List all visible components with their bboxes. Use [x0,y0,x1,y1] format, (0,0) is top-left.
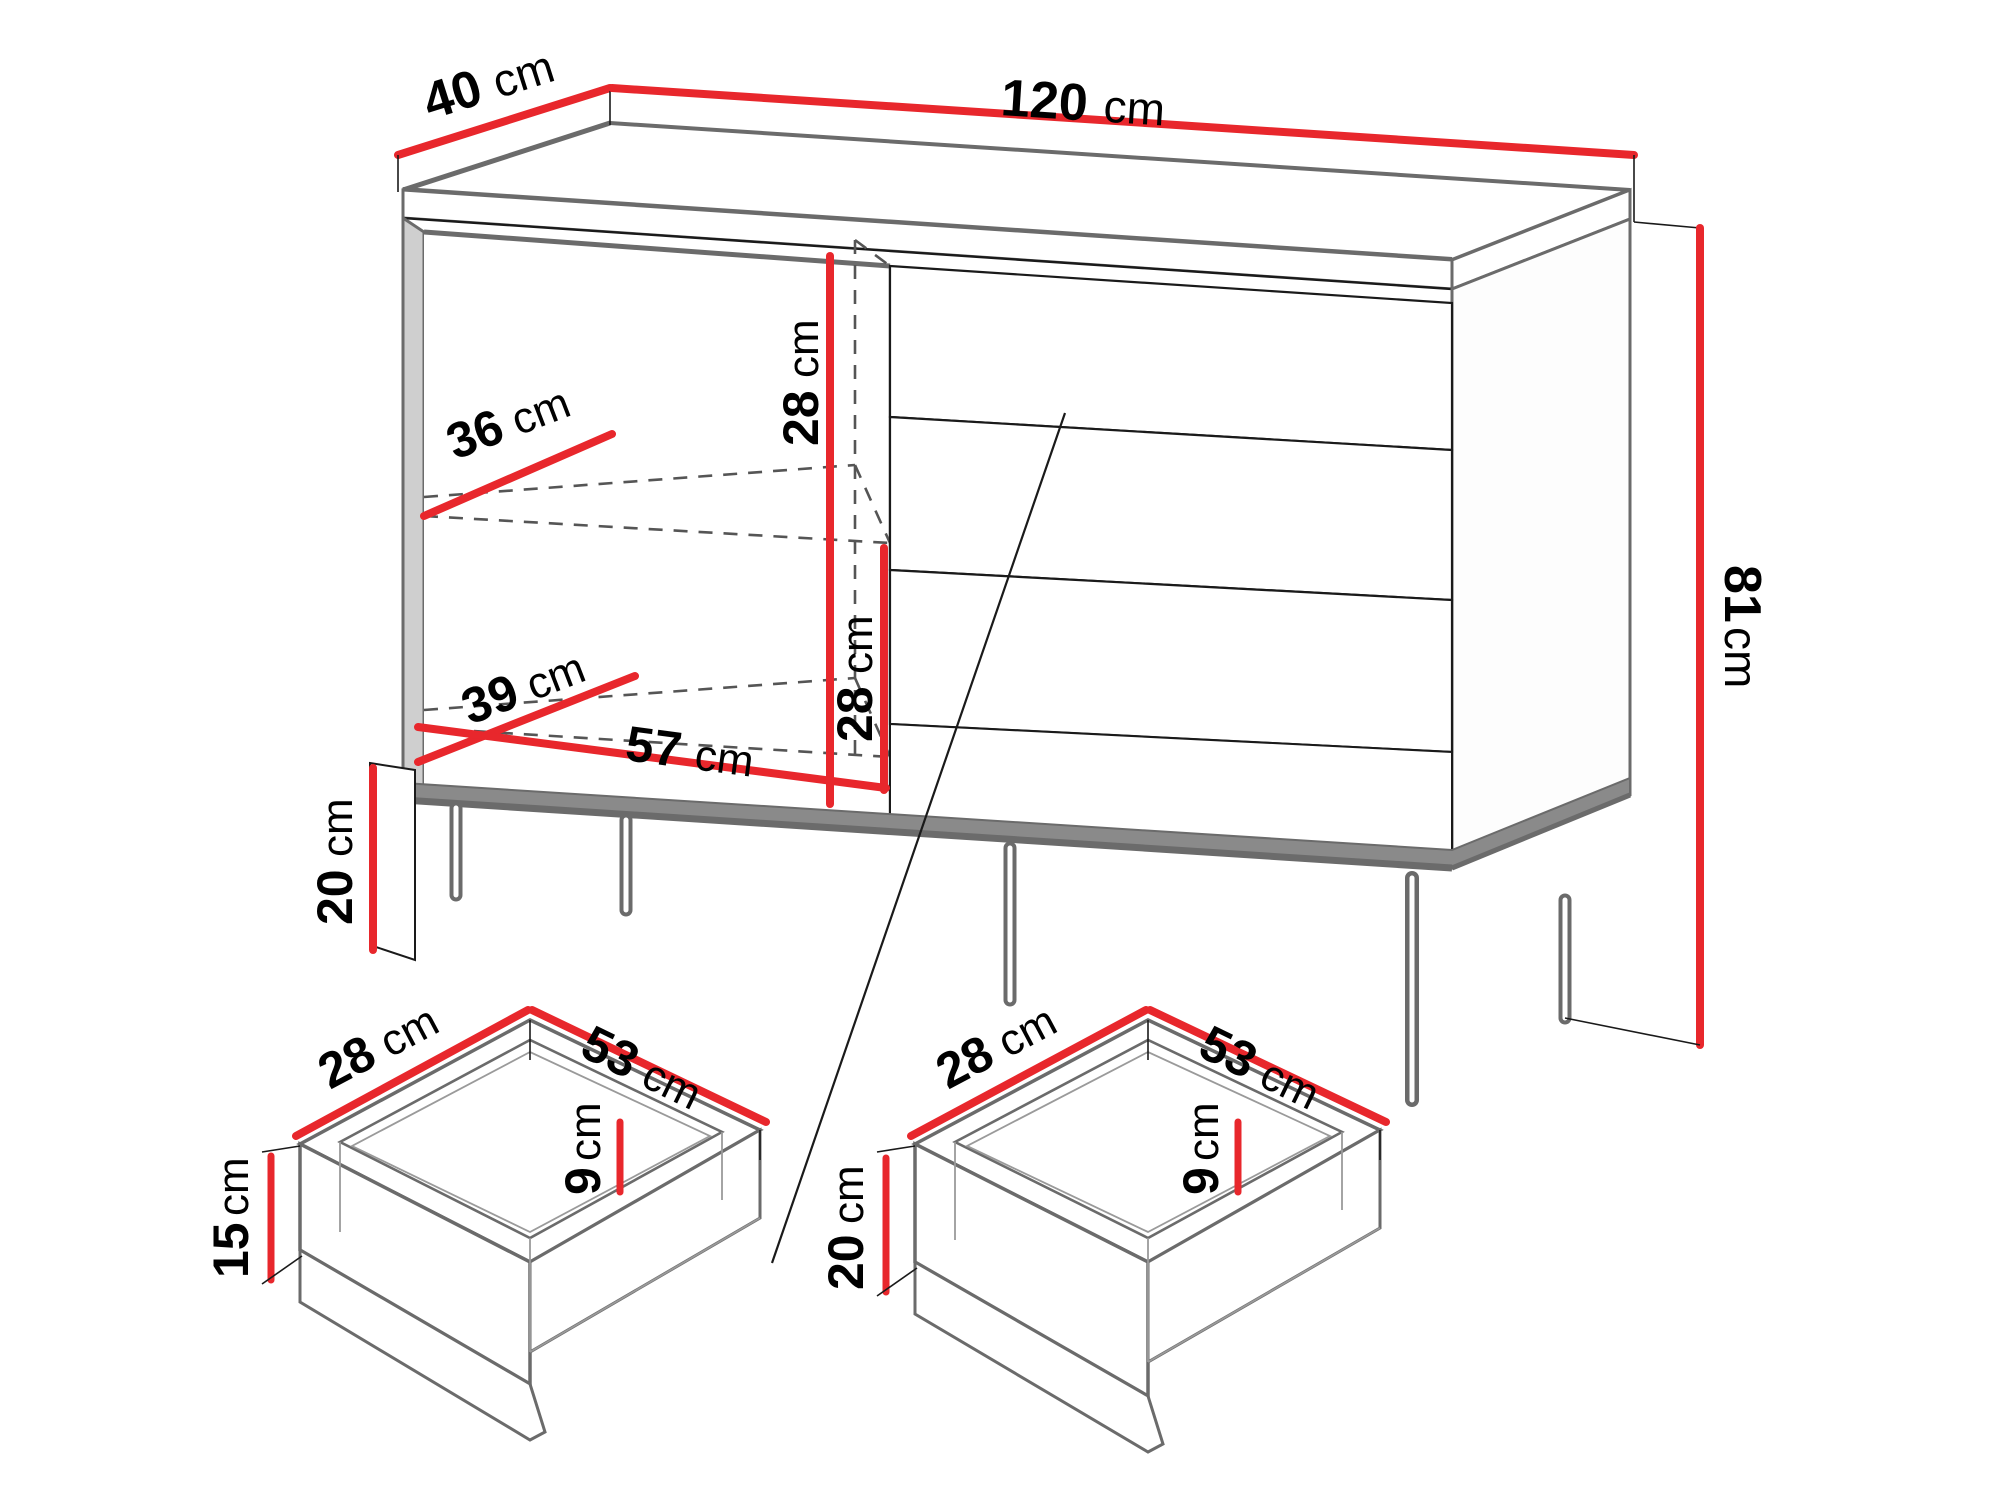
large-drawer-front-panel [913,1259,1165,1454]
label-comp-width-57-unit: cm [692,730,757,786]
label-comp-lower-28-unit: cm [833,615,882,674]
drawer-front-3[interactable] [888,568,1454,754]
small-drawer-assembly [261,1006,770,1442]
hidden-upper-shelf-front [423,514,891,545]
top-panel-back-edge [609,121,1631,192]
cabinet-base-right-edge [1451,792,1631,871]
label-comp-upper-28-unit: cm [779,319,828,378]
hidden-lower-shelf-back [423,676,856,712]
ext-line-sd-height-top [261,1145,301,1153]
cabinet-assembly [369,120,1632,1107]
label-comp-width-57: 57 cm [623,715,757,786]
label-ld-inner-9-value: 9 [1173,1167,1229,1195]
label-sd-inner-9: 9 cm [555,1102,611,1195]
legs-group [449,801,1572,1107]
label-height-81-value: 81 [1713,565,1771,623]
label-ld-height-20-value: 20 [818,1234,874,1290]
large-drawer-assembly [876,1006,1390,1454]
top-panel-left-edge [402,120,611,193]
label-ld-inner-9: 9 cm [1173,1102,1229,1195]
dim-line-shelf-39 [414,672,639,766]
ext-line-ld-height-bottom [876,1267,918,1297]
label-comp-lower-28: 28 cm [827,615,883,742]
label-height-81: 81 cm [1713,565,1771,688]
compartment-interior-fill [424,232,890,820]
leader-line-drawer-callout [770,412,1067,1264]
dim-line-shelf-36 [420,430,616,520]
label-ld-inner-9-unit: cm [1179,1102,1228,1161]
label-depth-40: 40 cm [416,40,560,132]
label-leg-20: 20 cm [307,798,363,925]
label-sd-height-15: 15 cm [203,1157,259,1278]
cabinet-dimension-lines [369,84,1704,1264]
small-drawer-front-panel [298,1247,547,1442]
ext-line-width-120-to-height [1633,221,1701,229]
label-comp-upper-28-value: 28 [773,390,829,446]
drawer-fronts-group [888,264,1454,870]
label-ld-depth-28-value: 28 [927,1024,1002,1100]
label-height-81-unit: cm [1715,627,1767,688]
label-leg-20-unit: cm [313,798,362,857]
label-ld-height-20: 20 cm [818,1165,874,1290]
label-sd-inner-9-value: 9 [555,1167,611,1195]
label-sd-height-15-value: 15 [203,1222,259,1278]
label-comp-lower-28-value: 28 [827,686,883,742]
ext-line-height-81-bottom [1564,1017,1701,1046]
dim-line-width-120 [608,84,1638,159]
label-comp-width-57-value: 57 [623,715,685,778]
label-width-120-unit: cm [1102,80,1167,136]
dim-line-sd-depth-28 [292,1006,532,1140]
label-sd-inner-9-unit: cm [561,1102,610,1161]
ext-line-sd-height-bottom [261,1255,303,1285]
hidden-back-top-connector [854,238,891,268]
label-sd-height-15-unit: cm [209,1157,258,1216]
label-ld-height-20-unit: cm [824,1165,873,1224]
label-width-120-value: 120 [999,69,1089,132]
large-drawer-right-bottom-edge [1147,1227,1381,1363]
dim-line-ld-depth-28 [907,1006,1150,1140]
label-leg-20-value: 20 [307,869,363,925]
dim-line-sd-width-53 [528,1006,770,1126]
compartment-top-inner-edge [423,229,891,269]
cabinet-base-front-edge [402,796,1453,872]
label-comp-upper-28: 28 cm [773,319,829,446]
small-drawer-right-bottom-edge [529,1217,761,1353]
drawer-front-2[interactable] [888,415,1454,602]
hidden-upper-shelf-back [423,463,856,499]
cabinet-right-side-panel [1450,216,1632,871]
small-drawer-floor [350,1050,713,1234]
label-depth-40-value: 40 [416,59,489,132]
label-depth-40-unit: cm [486,40,560,108]
dim-line-depth-40 [394,84,614,159]
large-drawer-floor [964,1050,1333,1234]
cabinet-left-wall [401,215,426,803]
dim-line-ld-width-53 [1146,1006,1390,1126]
ext-line-ld-height-top [876,1145,916,1153]
dim-line-comp-width-57 [414,723,890,792]
label-width-120: 120 cm [999,69,1167,136]
label-sd-depth-28-value: 28 [309,1024,384,1100]
